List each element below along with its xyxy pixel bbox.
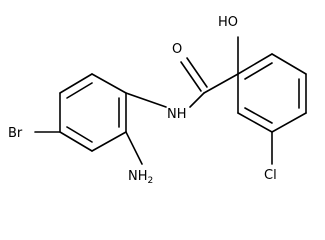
chlorine-label: Cl (264, 168, 277, 183)
bond (271, 112, 307, 133)
carbonyl-double-bond (180, 61, 202, 92)
carbonyl-oxygen-label: O (172, 42, 182, 57)
chemical-structure-diagram: HO O NH Br Cl NH2 (8, 15, 307, 186)
bond-nh-to-carbonyl (189, 92, 205, 108)
bond-to-amine (125, 131, 143, 165)
bond (59, 73, 93, 94)
bond (91, 131, 127, 152)
bond (91, 73, 127, 94)
amine-label: NH2 (128, 169, 153, 186)
bond (237, 53, 273, 75)
hydroxyl-label: HO (218, 15, 238, 30)
bond-ring-to-nh (125, 92, 167, 108)
amine-subscript: 2 (148, 176, 154, 186)
bond (237, 112, 273, 133)
chlorophenol-ring (237, 53, 307, 133)
bromine-label: Br (8, 126, 23, 141)
double-bond-inner (244, 107, 273, 124)
bond (271, 53, 307, 75)
double-bond-inner (66, 82, 93, 99)
amide-linkage (125, 57, 239, 108)
double-bond-inner (66, 126, 93, 143)
bromoaniline-ring (59, 73, 127, 152)
carbonyl-double-bond (186, 57, 208, 88)
bond-carbonyl-to-ring (203, 73, 239, 94)
bond (59, 131, 93, 152)
amide-nh-label: NH (167, 107, 187, 122)
amine-element: NH (128, 169, 148, 184)
double-bond-inner (244, 62, 273, 80)
